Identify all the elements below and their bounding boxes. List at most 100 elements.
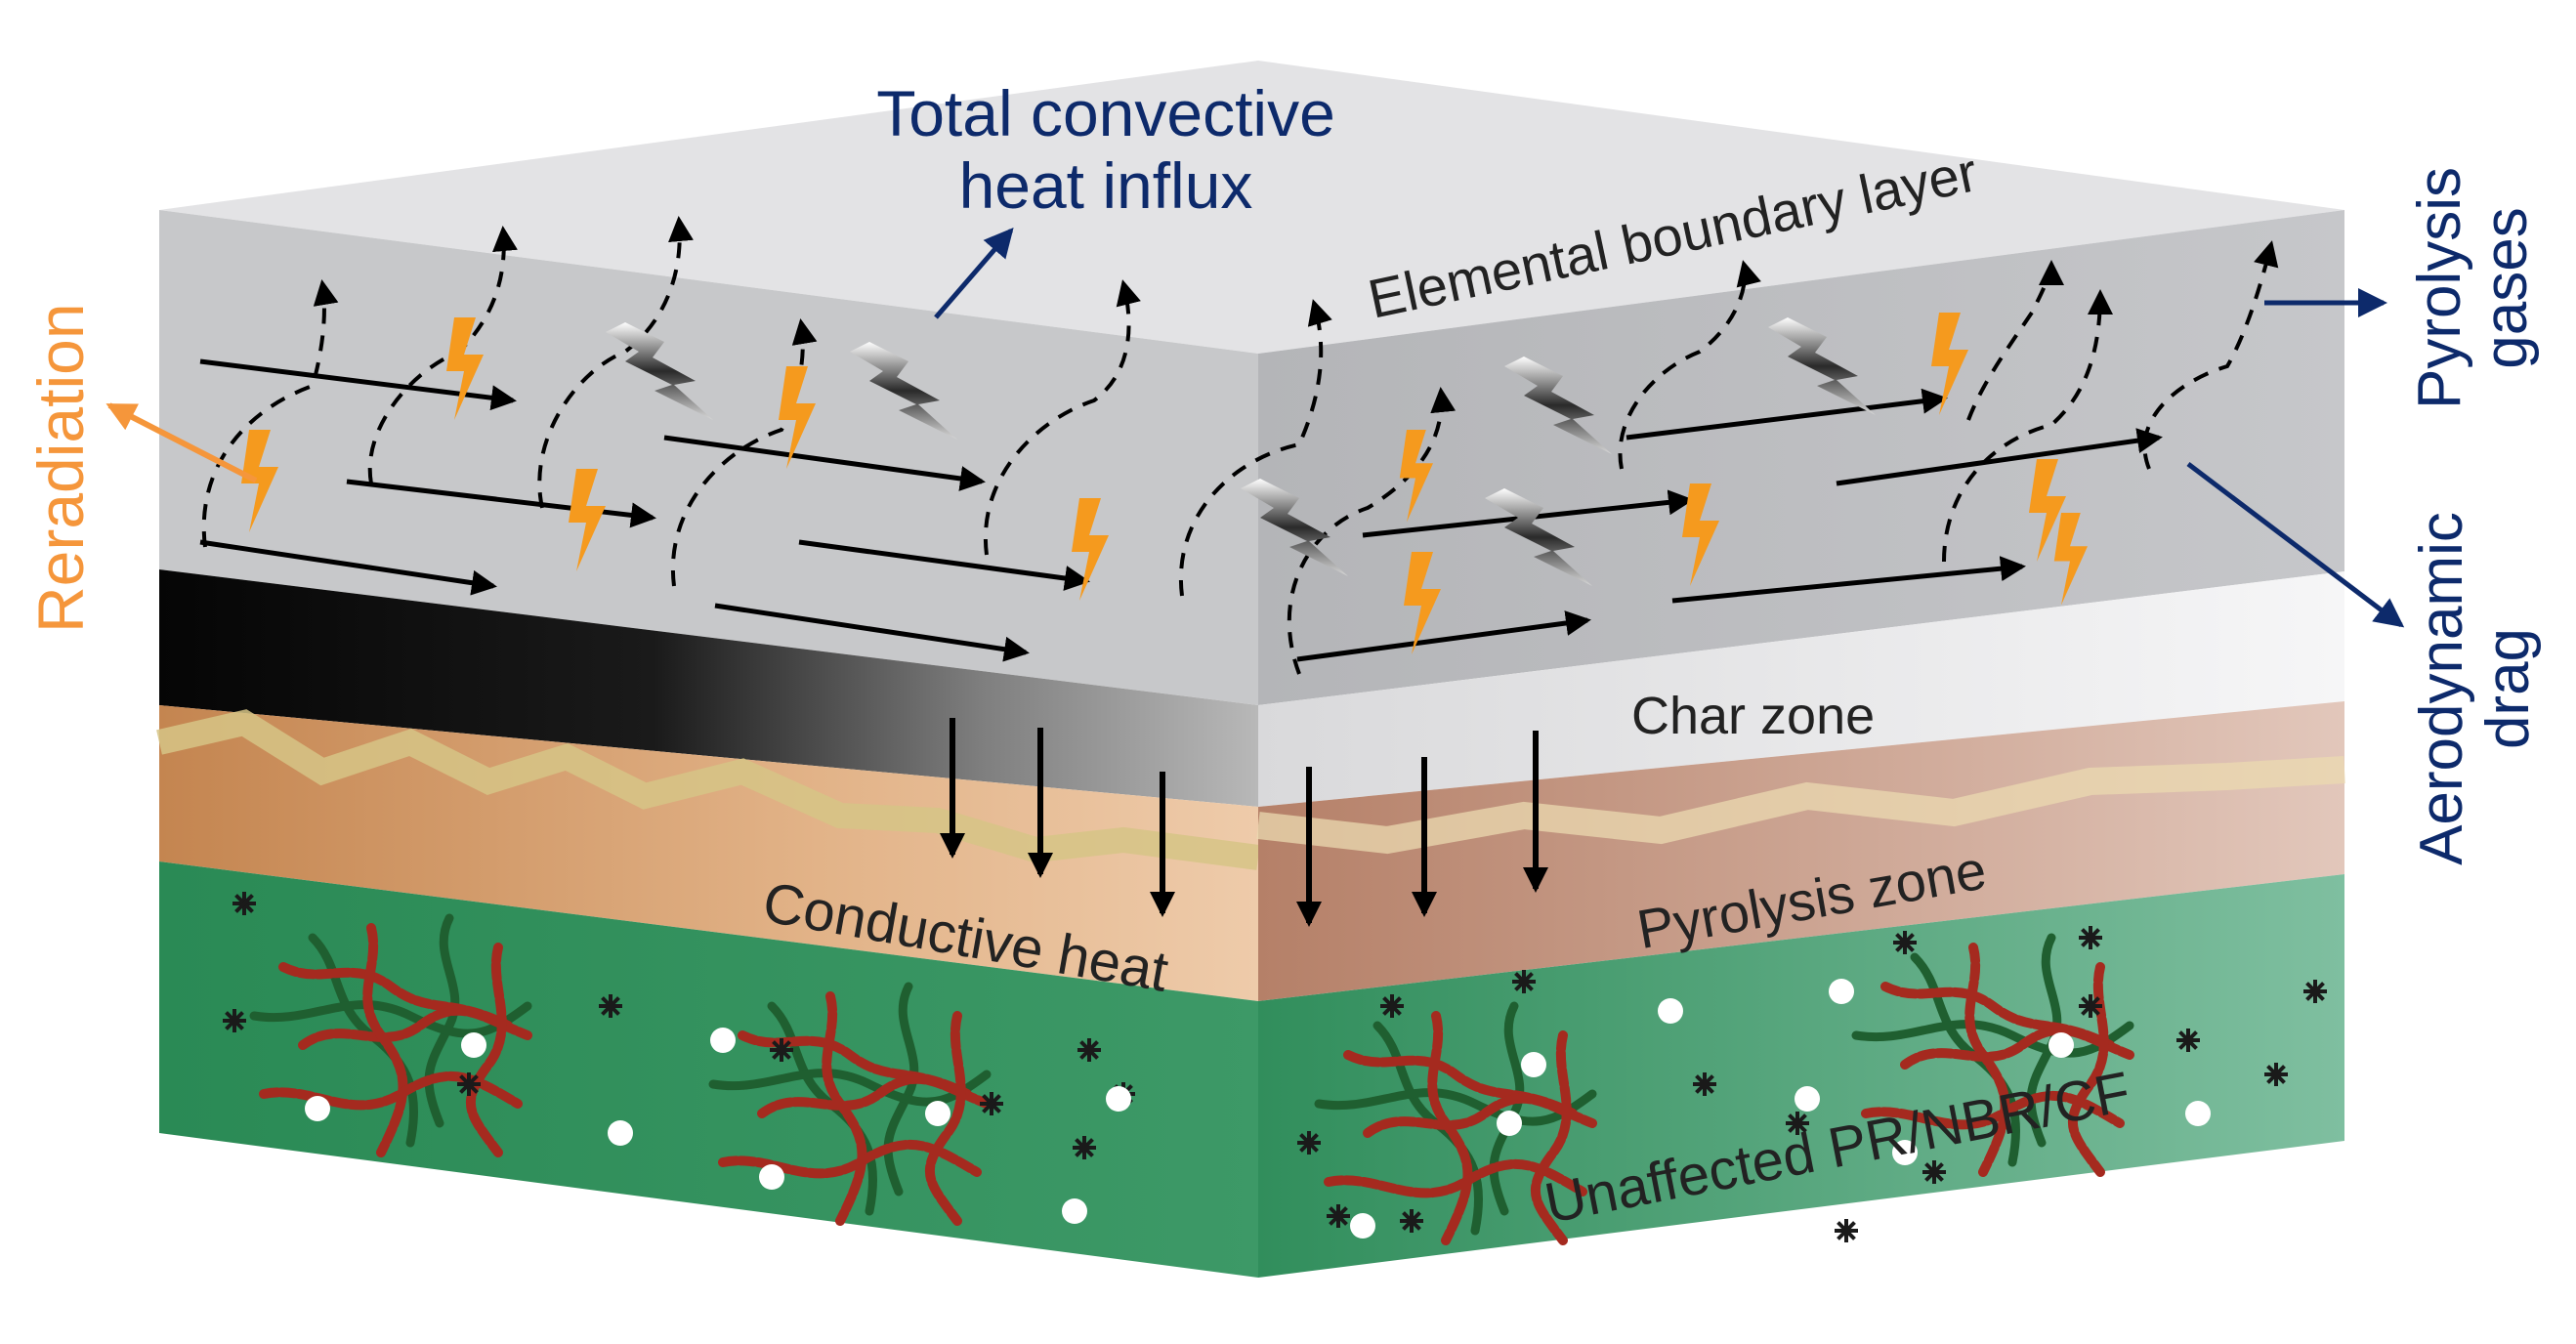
fiber-strand-icon [757, 1073, 992, 1118]
aerodynamic-drag-line2: drag [2474, 627, 2543, 750]
asterisk-particle-icon [1835, 1219, 1858, 1242]
lightning-spark-icon [1504, 357, 1612, 454]
heat-bolt-icon [569, 469, 606, 571]
fiber-strand-icon [1964, 943, 2010, 1177]
reradiation-label: Reradiation [24, 303, 97, 633]
pyrolysis-gases-label: Pyrolysis gases [2406, 147, 2541, 430]
dashed-gas-arrow-icon [1178, 299, 1332, 597]
fiber-strand-icon [362, 923, 408, 1157]
heat-bolt-icon [2029, 459, 2066, 562]
filler-dot-icon [1795, 1086, 1820, 1112]
fiber-strand-icon [1531, 1030, 1572, 1245]
asterisk-particle-icon [1073, 1136, 1096, 1159]
fiber-strand-icon [708, 1069, 992, 1107]
pyrolysis-left-ridge [156, 709, 1260, 870]
heat-bolt-icon [446, 317, 484, 420]
heat-bolt-icon [241, 430, 278, 532]
asterisk-particle-icon [980, 1092, 1003, 1115]
fiber-strand-icon [1324, 1158, 1587, 1198]
heat-bolt-icon [1682, 483, 1719, 586]
filler-dot-icon [759, 1164, 784, 1190]
fiber-strand-icon [2068, 962, 2109, 1177]
asterisk-particle-icon [1922, 1160, 1946, 1184]
asterisk-particle-icon [223, 1009, 246, 1032]
filler-dot-icon [608, 1120, 633, 1146]
asterisk-particle-icon [1297, 1131, 1321, 1155]
composite-left-face [159, 861, 1258, 1278]
flow-arrow-icon [1836, 428, 2163, 486]
flow-arrow-group [199, 358, 2163, 662]
asterisk-particle-icon [1400, 1209, 1423, 1233]
pyrolysis-gases-line1: Pyrolysis [2406, 166, 2473, 410]
dashed-gas-arrow-icon [670, 318, 818, 587]
lightning-spark-icon [1241, 479, 1348, 576]
pyrolysis-gases-line2: gases [2472, 207, 2541, 369]
boundary-layer-left-face [159, 210, 1258, 705]
fiber-strand-icon [822, 991, 867, 1226]
asterisk-particle-icon [1693, 1072, 1716, 1096]
filler-dot-icon [1521, 1052, 1546, 1077]
fiber-strand-icon [718, 1139, 982, 1179]
char-zone-left-face [159, 569, 1258, 807]
flow-arrow-icon [1296, 610, 1591, 662]
boundary-layer-right-face [1258, 210, 2344, 705]
flow-arrow-icon [1626, 388, 1948, 441]
heat-bolt-icon [779, 366, 816, 469]
asterisk-particle-icon [2264, 1063, 2288, 1086]
fiber-strand-icon [1363, 1093, 1597, 1138]
lightning-spark-group [606, 317, 1876, 586]
flow-arrow-icon [798, 539, 1090, 591]
pyrolysis-zone-left-face [159, 705, 1258, 1001]
fiber-strand-icon [1427, 1011, 1473, 1245]
heat-bolt-icon [1072, 498, 1109, 601]
heat-bolt-group [241, 313, 2088, 654]
filler-dot-icon [1106, 1086, 1131, 1112]
heat-bolt-icon [1404, 552, 1441, 654]
asterisk-particle-icon [457, 1072, 481, 1096]
filler-dot-icon [1892, 1140, 1918, 1165]
asterisk-particle-icon [1077, 1038, 1101, 1062]
total-convective-line1: Total convective [876, 77, 1335, 149]
asterisk-particle-icon [232, 892, 256, 915]
dashed-gas-arrow-group [201, 216, 2279, 675]
filler-dot-icon [1350, 1213, 1375, 1239]
fiber-strand-icon [1900, 1025, 2134, 1070]
fiber-strand-icon [883, 982, 919, 1197]
heat-bolt-icon [1931, 313, 1968, 415]
fiber-group [249, 913, 2134, 1245]
lightning-spark-icon [1768, 317, 1876, 415]
lightning-spark-icon [606, 322, 713, 420]
total-convective-line2: heat influx [958, 148, 1253, 222]
flow-arrow-icon [199, 539, 497, 596]
flow-arrow-icon [663, 435, 986, 491]
heat-bolt-icon [1399, 430, 1433, 523]
top-face [159, 61, 2344, 354]
filler-dot-group [305, 979, 2211, 1239]
filler-dot-icon [925, 1101, 950, 1126]
asterisk-particle-icon [1512, 970, 1536, 993]
dashed-gas-arrow-icon [1966, 260, 2064, 421]
asterisk-particle-icon [2303, 980, 2327, 1003]
char-zone-label: Char zone [1631, 687, 1876, 745]
dashed-gas-arrow-icon [1287, 387, 1457, 675]
flow-arrow-icon [1671, 556, 2026, 604]
heat-bolt-icon [2053, 513, 2088, 606]
filler-dot-icon [2185, 1101, 2211, 1126]
filler-dot-icon [305, 1096, 330, 1121]
asterisk-particle-icon [770, 1038, 793, 1062]
asterisk-particle-icon [1786, 1112, 1809, 1135]
flow-arrow-icon [714, 603, 1030, 662]
conduction-arrow-group [940, 718, 1548, 927]
asterisk-particle-icon [1380, 994, 1404, 1018]
fiber-strand-icon [466, 943, 507, 1157]
asterisk-particle-icon [2079, 926, 2102, 949]
lightning-spark-icon [850, 342, 957, 440]
reradiation-arrow-icon [106, 402, 258, 483]
convective-arrow-icon [934, 227, 1014, 319]
aerodynamic-drag-line1: Aerodynamic [2408, 512, 2475, 865]
asterisk-particle-icon [599, 994, 622, 1018]
dashed-gas-arrow-icon [537, 216, 694, 509]
dashed-gas-arrow-icon [983, 279, 1141, 556]
asterisk-particle-icon [1327, 1204, 1350, 1228]
